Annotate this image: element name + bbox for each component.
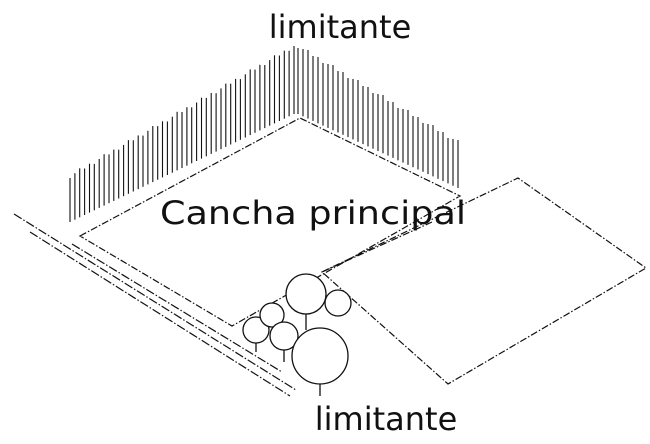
top-limit-label: limitante [269,8,412,46]
tree-canopy [291,327,349,385]
main-field-label: Cancha principal [160,194,466,232]
boundary-hatching [69,46,459,222]
tree-canopy [324,289,352,317]
access-path [13,213,297,397]
field-connector-line [321,221,433,273]
secondary-field-outline [320,177,648,385]
path-line-inner [71,243,283,373]
tree-canopy [259,302,285,328]
path-line-outer [13,213,297,391]
main-field-outline [78,117,462,327]
tree-cluster [242,273,352,396]
bottom-limit-label: limitante [315,400,458,438]
path-line-middle [29,231,291,397]
tree-canopy [285,273,327,315]
